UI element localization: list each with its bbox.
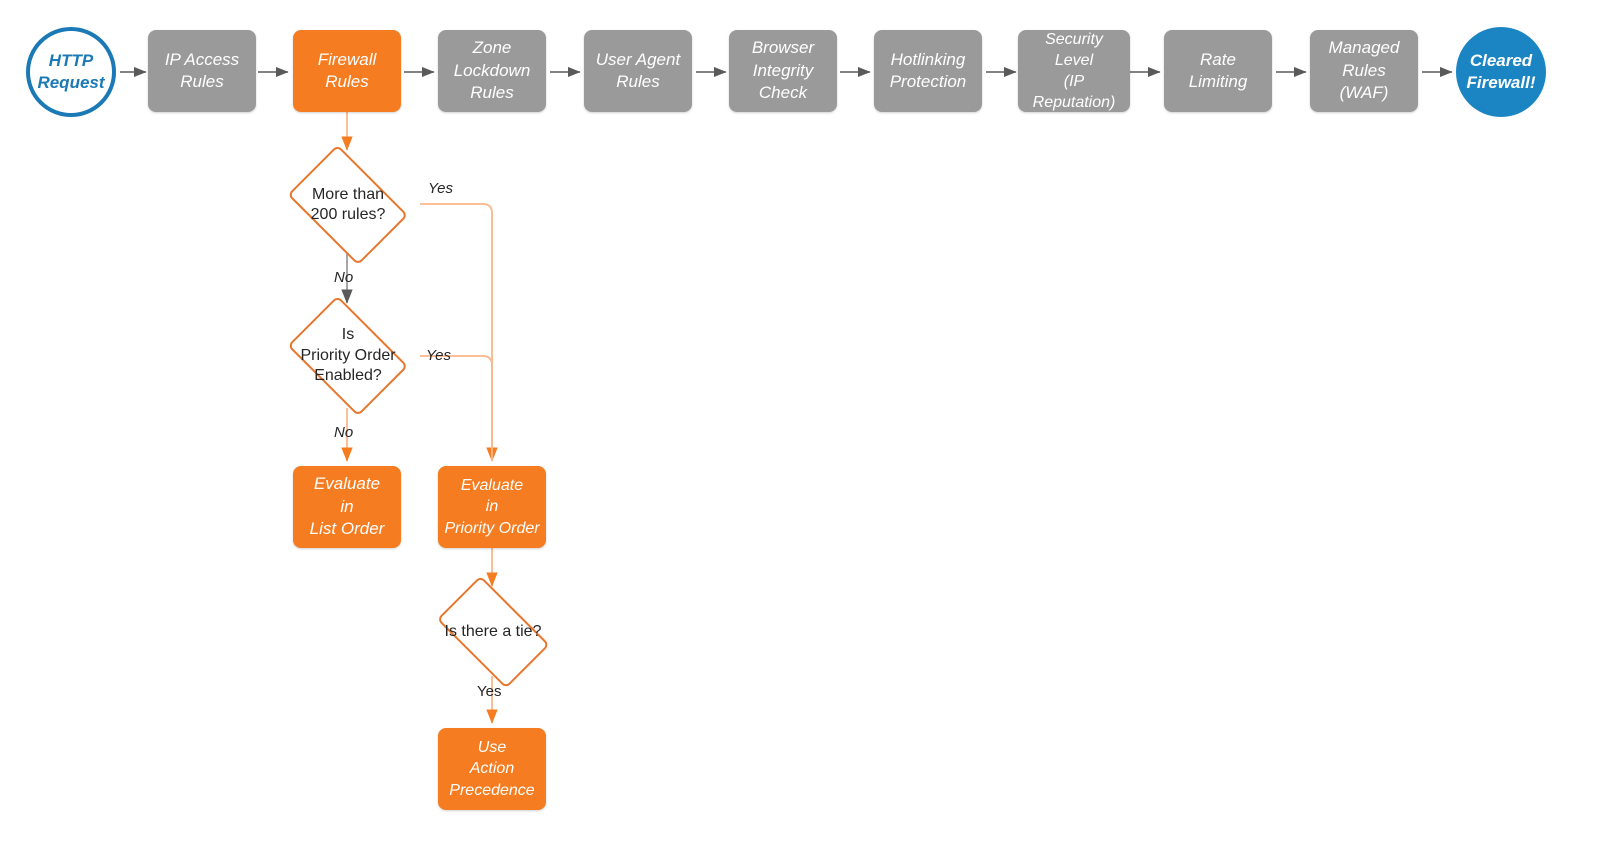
- end-node-label: Cleared Firewall!: [1466, 50, 1536, 92]
- outcome-label: Evaluate in List Order: [309, 474, 385, 539]
- step-security-level[interactable]: Security Level (IP Reputation): [1018, 30, 1130, 112]
- step-rate-limiting[interactable]: Rate Limiting: [1164, 30, 1272, 112]
- step-label: Firewall Rules: [317, 49, 377, 91]
- edge-label-more-than-200-no: No: [334, 269, 354, 286]
- step-label: Browser Integrity Check: [751, 38, 815, 103]
- step-managed-rules-waf[interactable]: Managed Rules (WAF): [1310, 30, 1418, 112]
- decision-more-than-200-rules[interactable]: More than 200 rules?: [277, 144, 419, 266]
- decision-priority-order-enabled[interactable]: Is Priority Order Enabled?: [277, 295, 419, 417]
- edge-label-tie-yes: Yes: [477, 683, 502, 700]
- step-label: Security Level (IP Reputation): [1032, 30, 1116, 112]
- decision-label: More than 200 rules?: [310, 185, 386, 223]
- start-node-http-request[interactable]: HTTP Request: [26, 27, 116, 117]
- decision-label: Is there a tie?: [444, 622, 542, 640]
- step-firewall-rules[interactable]: Firewall Rules: [293, 30, 401, 112]
- outcome-use-action-precedence[interactable]: Use Action Precedence: [438, 728, 546, 810]
- step-hotlinking-protection[interactable]: Hotlinking Protection: [874, 30, 982, 112]
- step-label: Hotlinking Protection: [889, 49, 967, 91]
- start-node-label: HTTP Request: [37, 50, 105, 92]
- step-label: Rate Limiting: [1188, 49, 1248, 91]
- edge-label-priority-order-yes: Yes: [426, 347, 452, 364]
- decision-label: Is Priority Order Enabled?: [300, 326, 396, 385]
- step-browser-integrity-check[interactable]: Browser Integrity Check: [729, 30, 837, 112]
- end-node-cleared-firewall[interactable]: Cleared Firewall!: [1456, 27, 1546, 117]
- step-label: Managed Rules (WAF): [1328, 38, 1400, 103]
- wire-priority-order-yes: [420, 355, 493, 461]
- step-user-agent-rules[interactable]: User Agent Rules: [584, 30, 692, 112]
- step-ip-access-rules[interactable]: IP Access Rules: [148, 30, 256, 112]
- step-label: Zone Lockdown Rules: [453, 38, 531, 103]
- wire-rules-count-yes: [420, 203, 498, 462]
- step-label: IP Access Rules: [164, 49, 240, 91]
- outcome-evaluate-list-order[interactable]: Evaluate in List Order: [293, 466, 401, 548]
- edge-label-more-than-200-yes: Yes: [428, 180, 454, 197]
- step-label: User Agent Rules: [595, 49, 681, 91]
- step-zone-lockdown-rules[interactable]: Zone Lockdown Rules: [438, 30, 546, 112]
- decision-is-there-a-tie[interactable]: Is there a tie?: [424, 575, 562, 689]
- outcome-label: Use Action Precedence: [449, 739, 535, 799]
- outcome-evaluate-priority-order[interactable]: Evaluate in Priority Order: [438, 466, 546, 548]
- outcome-label: Evaluate in Priority Order: [444, 477, 540, 537]
- edge-label-priority-order-no: No: [334, 424, 354, 441]
